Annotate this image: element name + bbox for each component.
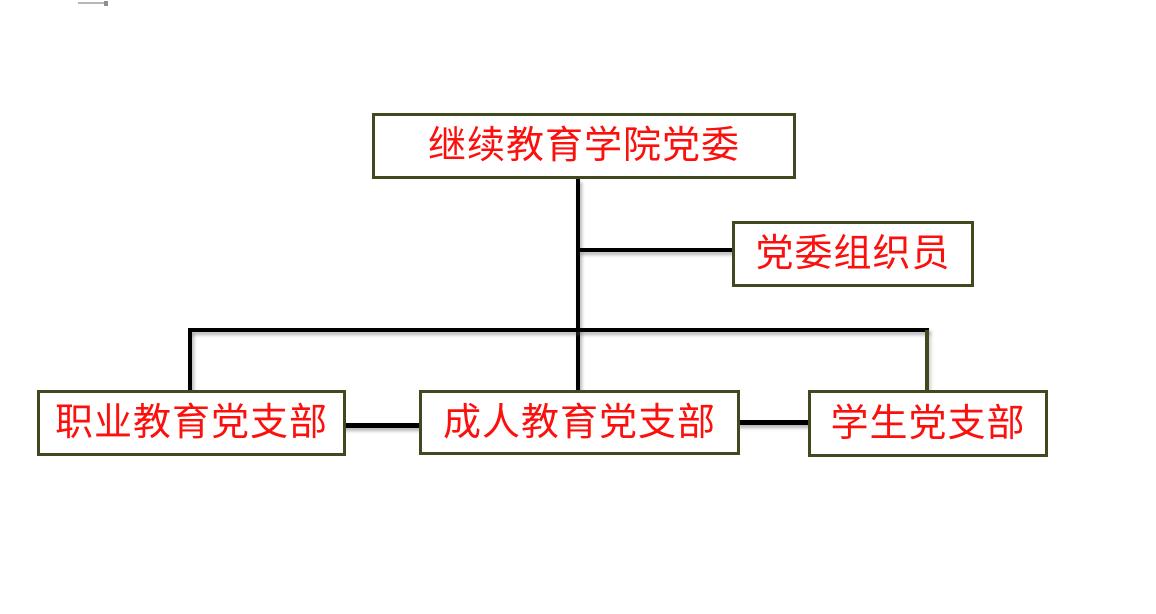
node-organizer-label: 党委组织员 xyxy=(755,233,951,275)
node-adult-branch-label: 成人教育党支部 xyxy=(442,401,716,444)
node-adult-branch: 成人教育党支部 xyxy=(419,390,740,455)
node-party-committee-label: 继续教育学院党委 xyxy=(427,125,740,167)
connector-left-leg xyxy=(188,330,192,390)
ruler-artifact-line xyxy=(78,2,107,4)
connector-vocational-adult xyxy=(339,423,424,428)
connector-horizontal-rail xyxy=(188,328,929,332)
node-organizer: 党委组织员 xyxy=(732,221,974,287)
node-vocational-branch: 职业教育党支部 xyxy=(37,390,346,456)
node-student-branch: 学生党支部 xyxy=(808,390,1048,457)
connector-organizer-branch xyxy=(578,248,732,252)
connector-root-vertical xyxy=(576,179,580,391)
node-party-committee: 继续教育学院党委 xyxy=(372,113,796,179)
node-student-branch-label: 学生党支部 xyxy=(830,402,1026,445)
connector-adult-student xyxy=(737,420,812,425)
connector-right-leg xyxy=(925,330,929,390)
ruler-artifact-cap xyxy=(104,1,108,6)
node-vocational-branch-label: 职业教育党支部 xyxy=(54,402,328,444)
